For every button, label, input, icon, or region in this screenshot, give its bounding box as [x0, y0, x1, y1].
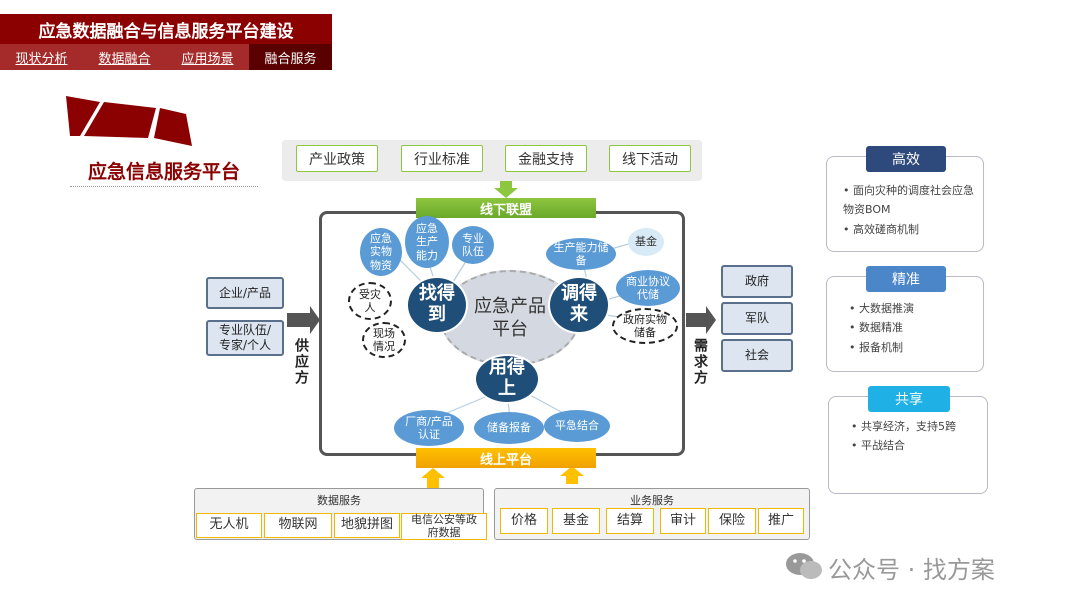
data-item-drone: 无人机 — [196, 513, 262, 538]
supply-enterprise: 企业/产品 — [206, 277, 284, 309]
section-title: 应急信息服务平台 — [88, 161, 241, 183]
bubble-agreement: 商业协议代储 — [616, 270, 680, 306]
tab-scenarios[interactable]: 应用场景 — [181, 51, 234, 67]
bring-circle: 调得来 — [548, 276, 610, 334]
data-up-arrow — [421, 468, 445, 488]
tab-fusion-services[interactable]: 融合服务 — [249, 44, 332, 70]
business-item-promotion: 推广 — [758, 508, 804, 534]
panel-precise-title: 精准 — [866, 266, 946, 292]
panel-efficient-item: 面向灾种的调度社会应急物资BOM — [843, 181, 977, 220]
panel-precise-item: 大数据推演 — [849, 299, 977, 318]
bubble-peacetime: 平急结合 — [544, 410, 610, 442]
demand-military: 军队 — [721, 302, 793, 335]
supply-label: 供应方 — [293, 338, 309, 386]
data-services-title: 数据服务 — [317, 494, 361, 507]
panel-share-item: 平战结合 — [851, 436, 985, 455]
bubble-gov-reserve: 政府实物储备 — [612, 308, 678, 344]
tab-status-analysis[interactable]: 现状分析 — [15, 51, 68, 67]
supply-team: 专业队伍/专家/个人 — [206, 320, 284, 356]
policy-industry: 产业政策 — [296, 145, 378, 172]
business-services-title: 业务服务 — [630, 494, 674, 507]
watermark: 公众号 · 找方案 — [828, 556, 995, 584]
panel-efficient: 面向灾种的调度社会应急物资BOM 高效磋商机制 — [826, 156, 984, 252]
bubble-filing: 储备报备 — [474, 412, 544, 444]
policy-finance: 金融支持 — [505, 145, 587, 172]
business-item-fund: 基金 — [552, 508, 600, 534]
business-up-arrow — [560, 466, 584, 484]
panel-share: 共享经济，支持5跨 平战结合 — [828, 396, 988, 494]
panel-efficient-title: 高效 — [866, 146, 946, 172]
core-label: 应急产品平台 — [474, 295, 546, 340]
panel-share-list: 共享经济，支持5跨 平战结合 — [851, 417, 985, 456]
section-title-underline — [70, 186, 258, 187]
demand-government: 政府 — [721, 265, 793, 298]
panel-efficient-list: 面向灾种的调度社会应急物资BOM 高效磋商机制 — [843, 181, 977, 239]
business-item-audit: 审计 — [660, 508, 706, 534]
panel-share-item: 共享经济，支持5跨 — [851, 417, 985, 436]
bubble-prod-reserve: 生产能力储备 — [546, 238, 616, 270]
panel-precise-item: 报备机制 — [849, 338, 977, 357]
demand-label: 需求方 — [692, 338, 708, 386]
offline-arrow — [494, 181, 518, 198]
demand-arrow — [686, 306, 716, 334]
policy-standard: 行业标准 — [401, 145, 483, 172]
header-title: 应急数据融合与信息服务平台建设 — [0, 14, 332, 44]
business-item-insurance: 保险 — [708, 508, 756, 534]
bubble-cert: 厂商/产品认证 — [394, 410, 464, 446]
bubble-capacity: 应急生产能力 — [405, 216, 449, 268]
header-tabs: 现状分析 数据融合 应用场景 融合服务 — [0, 44, 332, 70]
bubble-team: 专业队伍 — [452, 226, 494, 264]
use-circle: 用得上 — [474, 354, 540, 404]
online-platform-bar: 线上平台 — [416, 448, 596, 468]
data-item-iot: 物联网 — [264, 513, 332, 538]
business-item-price: 价格 — [500, 508, 548, 534]
panel-share-title: 共享 — [868, 386, 950, 412]
panel-efficient-item: 高效磋商机制 — [843, 220, 977, 239]
tab-data-fusion[interactable]: 数据融合 — [98, 51, 151, 67]
panel-precise-list: 大数据推演 数据精准 报备机制 — [849, 299, 977, 357]
data-item-terrain: 地貌拼图 — [334, 513, 400, 538]
offline-alliance-bar: 线下联盟 — [416, 198, 596, 218]
bubble-fund: 基金 — [628, 228, 664, 256]
section-logo-graphic — [66, 96, 192, 146]
bubble-supplies: 应急实物物资 — [360, 228, 402, 276]
data-item-gov-data: 电信公安等政府数据 — [401, 513, 487, 540]
wechat-icon — [786, 553, 822, 579]
panel-precise: 大数据推演 数据精准 报备机制 — [826, 276, 984, 372]
supply-arrow — [287, 306, 320, 334]
demand-society: 社会 — [721, 339, 793, 372]
bubble-scene: 现场情况 — [362, 322, 406, 358]
business-item-settlement: 结算 — [606, 508, 654, 534]
bubble-victims: 受灾人 — [348, 282, 392, 320]
panel-precise-item: 数据精准 — [849, 318, 977, 337]
find-circle: 找得到 — [406, 276, 468, 334]
policy-offline: 线下活动 — [609, 145, 691, 172]
